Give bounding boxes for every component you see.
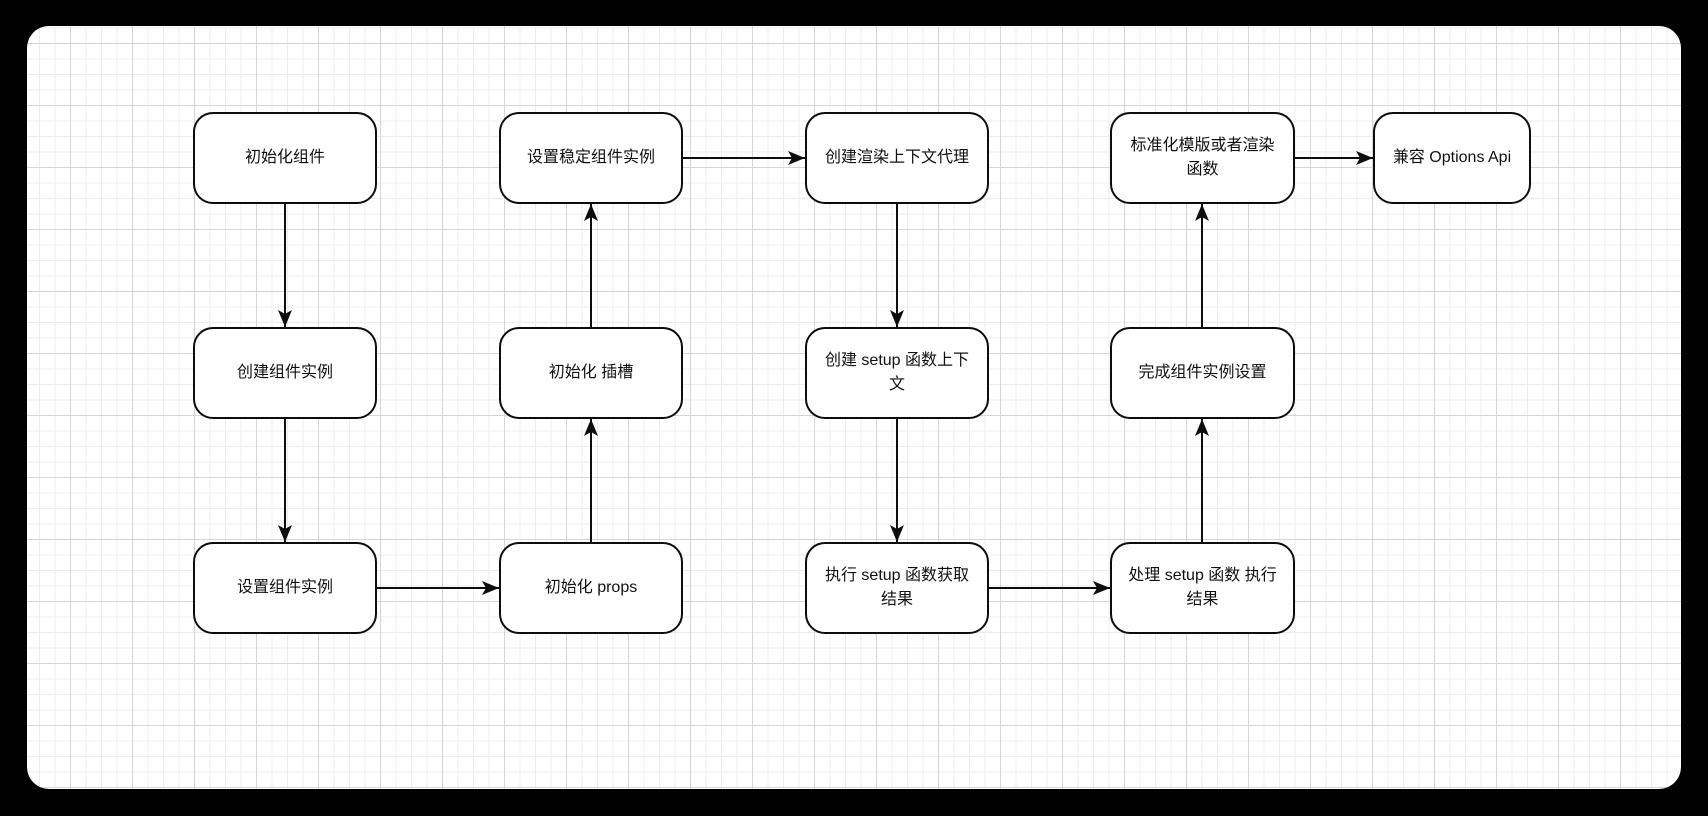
flow-node-label: 处理 setup 函数 执行结果 bbox=[1128, 567, 1277, 608]
flow-node-normalize-template-or-render: 标准化模版或者渲染函数 bbox=[1110, 112, 1295, 204]
flow-node-label: 创建组件实例 bbox=[236, 364, 333, 381]
flow-node-compat-options-api: 兼容 Options Api bbox=[1373, 112, 1531, 204]
flow-node-create-component-instance: 创建组件实例 bbox=[193, 327, 377, 419]
flow-node-create-render-context-proxy: 创建渲染上下文代理 bbox=[805, 112, 989, 204]
flow-node-call-setup-function: 执行 setup 函数获取结果 bbox=[805, 542, 989, 634]
flow-node-label: 执行 setup 函数获取结果 bbox=[824, 567, 970, 608]
flow-node-label: 设置稳定组件实例 bbox=[526, 149, 655, 166]
diagram-canvas: 初始化组件 创建组件实例 设置组件实例 设置稳定组件实例 初始化 插槽 初始化 … bbox=[27, 26, 1681, 789]
flow-node-init-component: 初始化组件 bbox=[193, 112, 377, 204]
flow-node-label: 初始化 props bbox=[544, 579, 638, 596]
flow-node-init-slots: 初始化 插槽 bbox=[499, 327, 683, 419]
flow-node-label: 标准化模版或者渲染函数 bbox=[1130, 137, 1275, 178]
flow-node-handle-setup-result: 处理 setup 函数 执行结果 bbox=[1110, 542, 1295, 634]
flow-node-create-setup-context: 创建 setup 函数上下文 bbox=[805, 327, 989, 419]
edges-layer bbox=[278, 151, 1373, 595]
flow-node-label: 完成组件实例设置 bbox=[1138, 364, 1267, 381]
flow-node-finish-component-setup: 完成组件实例设置 bbox=[1110, 327, 1295, 419]
flow-node-label: 创建 setup 函数上下文 bbox=[824, 352, 970, 393]
flow-node-setup-component-instance: 设置组件实例 bbox=[193, 542, 377, 634]
flow-node-setup-stateful-component: 设置稳定组件实例 bbox=[499, 112, 683, 204]
flow-node-label: 创建渲染上下文代理 bbox=[824, 149, 969, 166]
flow-node-label: 设置组件实例 bbox=[236, 579, 333, 596]
flow-node-init-props: 初始化 props bbox=[499, 542, 683, 634]
flow-node-label: 初始化组件 bbox=[244, 149, 325, 166]
flow-node-label: 初始化 插槽 bbox=[548, 364, 634, 381]
flow-node-label: 兼容 Options Api bbox=[1392, 149, 1512, 166]
